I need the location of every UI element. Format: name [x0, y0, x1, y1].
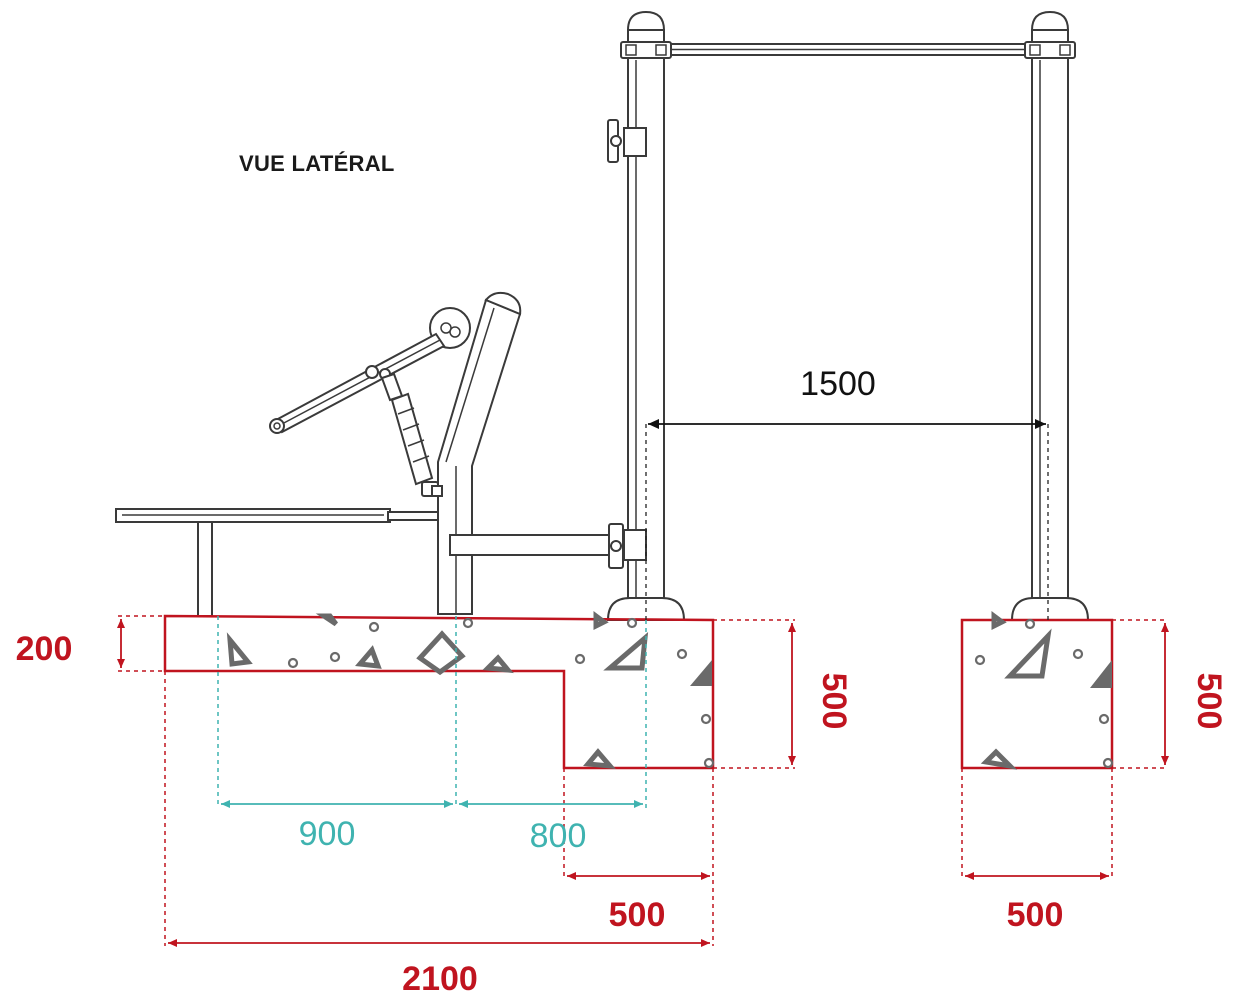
backrest-length-label: 800 [530, 817, 587, 855]
dimension-frame-spacing: 1500 [645, 365, 1049, 620]
concrete-aggregate [226, 611, 715, 770]
concrete-aggregate [974, 611, 1114, 770]
block-height-right-label: 500 [1190, 673, 1228, 730]
connector-arm [449, 534, 627, 556]
seat-leg [197, 521, 213, 617]
foundation-right [960, 611, 1114, 770]
right-post-cap [1030, 10, 1070, 31]
dimension-backrest-length: 800 [459, 620, 647, 855]
pivot-wheel [429, 307, 471, 349]
block-height-left-label: 500 [815, 673, 853, 730]
total-length-label: 2100 [402, 960, 478, 993]
right-post [1031, 29, 1069, 615]
dimension-seat-length: 900 [217, 616, 457, 853]
pull-up-frame [606, 10, 1090, 621]
slab-thickness-label: 200 [16, 630, 73, 668]
dimension-block-height-left: 500 [713, 619, 853, 769]
left-post [627, 29, 665, 615]
block-width-left-label: 500 [609, 896, 666, 934]
frame-spacing-label: 1500 [800, 365, 876, 403]
dimension-block-width-right: 500 [961, 768, 1113, 934]
handle-grip [269, 418, 285, 434]
hydraulic-cylinder [390, 392, 434, 486]
seat-length-label: 900 [299, 815, 356, 853]
view-title: VUE LATÉRAL [239, 151, 395, 176]
dimension-block-width-left: 500 [563, 768, 714, 934]
dimension-slab-thickness: 200 [16, 615, 165, 672]
bench-press-machine [115, 291, 647, 617]
foundation-left [163, 611, 715, 770]
dimension-block-height-right: 500 [1112, 619, 1228, 769]
block-width-right-label: 500 [1007, 896, 1064, 934]
right-post-base [1010, 597, 1090, 621]
dimension-total-length: 2100 [164, 671, 714, 993]
left-post-cap [626, 10, 666, 31]
